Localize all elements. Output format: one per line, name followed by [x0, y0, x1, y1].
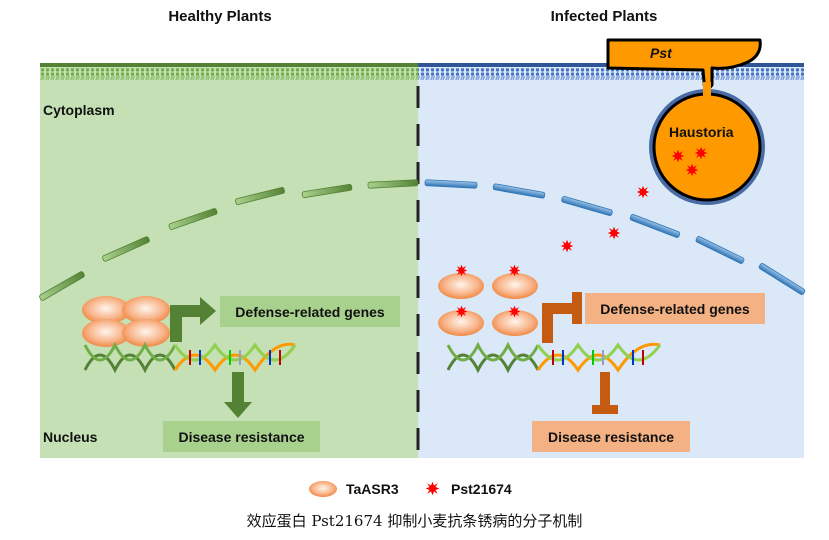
healthy-dna-helix	[83, 341, 297, 374]
infected-plants-title: Infected Plants	[550, 8, 658, 25]
infected-disease-resistance-box: Disease resistance	[532, 421, 690, 452]
activation-arrows	[170, 297, 252, 418]
legend-pst21674-icon	[425, 481, 440, 496]
healthy-defense-genes-box: Defense-related genes	[220, 296, 400, 327]
infected-dna-helix	[446, 341, 662, 374]
healthy-cell-panel	[40, 65, 418, 458]
legend-pst21674-label: Pst21674	[451, 481, 512, 497]
infected-nuclear-envelope	[424, 179, 806, 295]
nucleus-label: Nucleus	[43, 429, 98, 445]
figure-caption: 效应蛋白 Pst21674 抑制小麦抗条锈病的分子机制	[246, 512, 583, 530]
infected-defense-genes-box: Defense-related genes	[585, 293, 765, 324]
inhibition-bars	[542, 292, 618, 414]
healthy-cell-membrane	[40, 63, 418, 80]
infected-taasr3-proteins	[438, 264, 538, 336]
legend-taasr3-icon	[309, 481, 337, 497]
haustoria-label: Haustoria	[669, 124, 734, 140]
healthy-plants-title: Healthy Plants	[168, 8, 272, 25]
legend-taasr3-label: TaASR3	[346, 481, 399, 497]
cytoplasm-label: Cytoplasm	[43, 102, 115, 118]
healthy-disease-resistance-box: Disease resistance	[163, 421, 320, 452]
healthy-taasr3-proteins	[82, 296, 170, 347]
pst-label: Pst	[650, 45, 672, 61]
pst-pathogen	[606, 38, 765, 205]
healthy-nuclear-envelope	[39, 179, 419, 301]
